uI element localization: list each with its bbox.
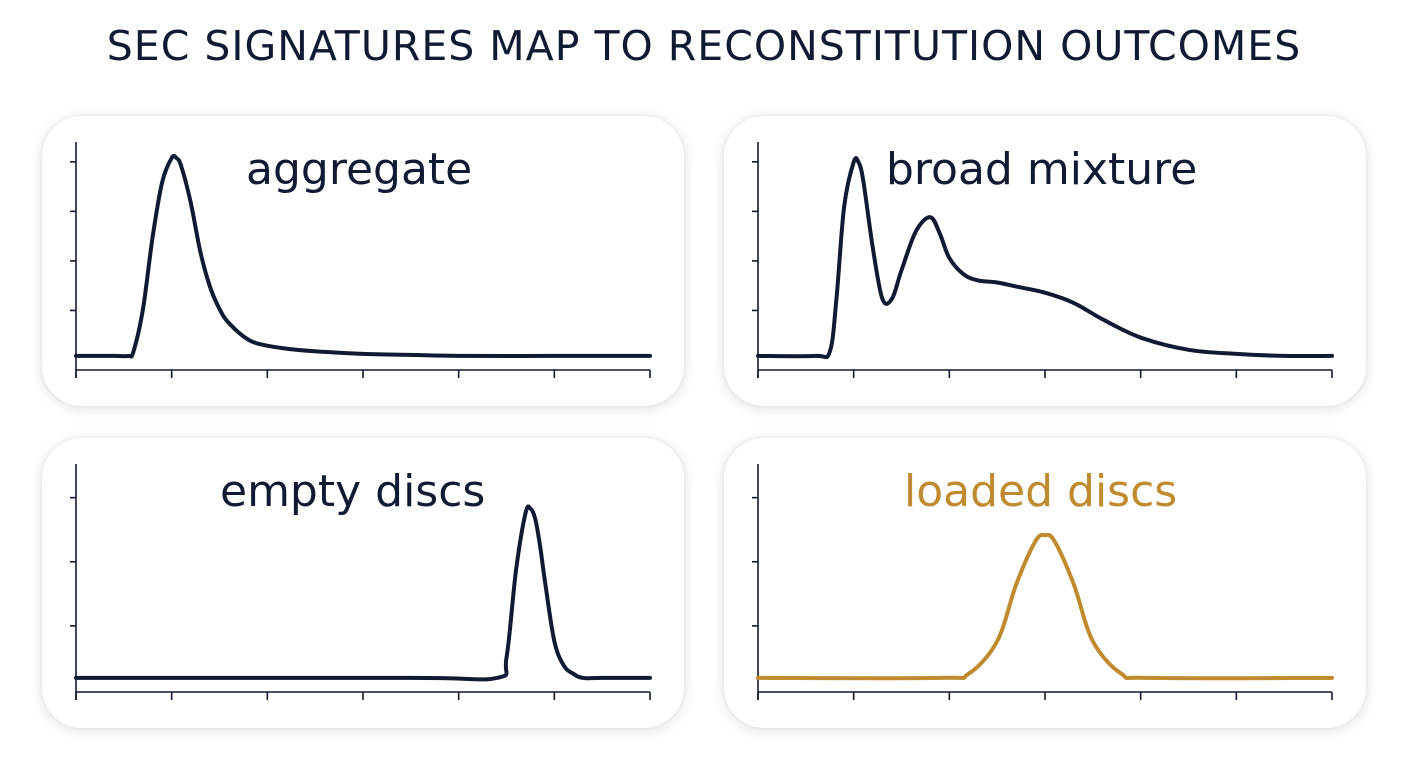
chart-title: empty discs: [220, 466, 486, 517]
chart-svg: [70, 142, 652, 378]
chart-title: loaded discs: [904, 466, 1178, 517]
chart-panel-loaded-discs: loaded discs: [724, 438, 1366, 728]
series-line: [74, 153, 652, 359]
chart-panel-broad-mixture: broad mixture: [724, 116, 1366, 406]
chart-svg: [752, 142, 1334, 378]
chart-svg: [752, 464, 1334, 700]
page-title: SEC SIGNATURES MAP TO RECONSTITUTION OUT…: [106, 22, 1302, 70]
chart-panel-aggregate: aggregate: [42, 116, 684, 406]
chart-panel-empty-discs: empty discs: [42, 438, 684, 728]
chart-title: aggregate: [246, 144, 473, 195]
series-line: [74, 504, 652, 682]
chart-svg: [70, 464, 652, 700]
chart-title: broad mixture: [886, 144, 1198, 195]
series-line: [756, 156, 1334, 360]
series-line: [756, 532, 1334, 681]
